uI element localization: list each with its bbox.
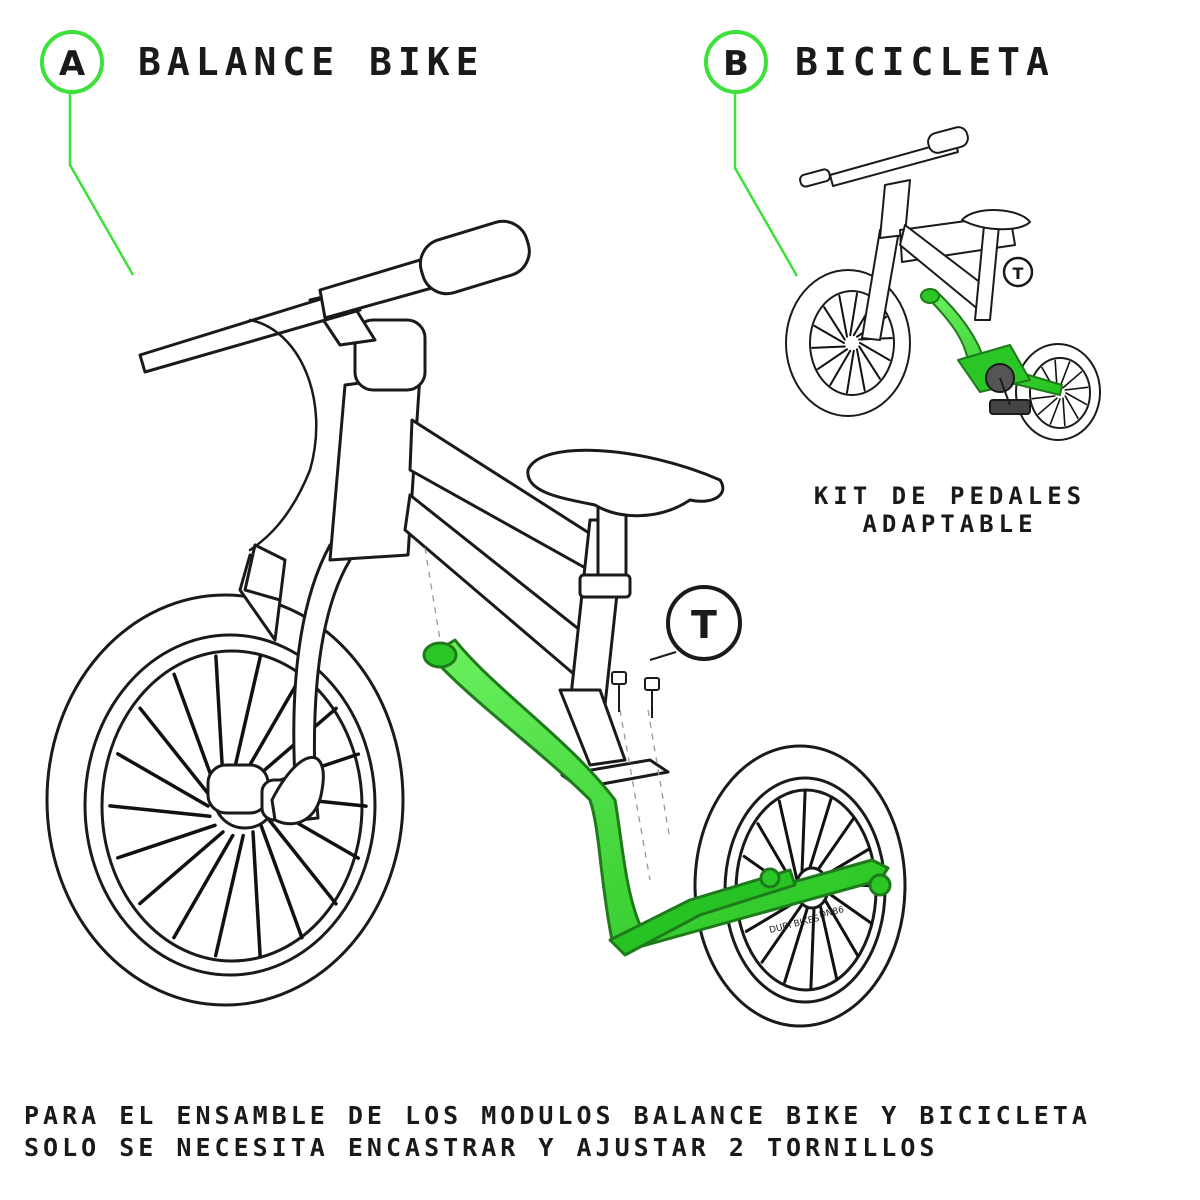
wheel-spoke [1062, 397, 1066, 427]
t-marker-small-letter: T [1013, 264, 1024, 283]
badge-b-leader [733, 92, 799, 277]
badge-a-letter: A [59, 44, 86, 84]
wheel-spoke [172, 672, 217, 789]
wheel-spoke [231, 654, 263, 779]
wheel-spoke [1049, 398, 1061, 425]
wheel-spoke [1064, 395, 1079, 420]
assembly-caption-line-1: PARA EL ENSAMBLE DE LOS MODULOS BALANCE … [24, 1101, 1091, 1130]
wheel-spoke [1064, 386, 1089, 391]
badge-b: B [704, 30, 799, 277]
t-marker-large: T [666, 585, 742, 661]
wheel-spoke [813, 324, 845, 344]
guide-lines [424, 547, 671, 881]
assembly-caption: PARA EL ENSAMBLE DE LOS MODULOS BALANCE … [24, 1100, 1184, 1164]
wheel-spoke [116, 752, 210, 808]
t-marker-large-letter: T [691, 603, 717, 647]
wheel-spoke [1062, 371, 1083, 389]
wheel-spoke [241, 672, 304, 779]
pedal-kit-caption: KIT DE PEDALES ADAPTABLE [790, 482, 1110, 538]
wheel-spoke [812, 816, 856, 877]
wheel-spoke [259, 823, 304, 940]
wheel-spoke [214, 654, 225, 782]
wheel-spoke [115, 823, 217, 860]
wheel-spoke [138, 830, 225, 906]
wheel-spoke [829, 349, 852, 386]
screws [611, 651, 677, 718]
balance-bike-title: BALANCE BIKE [138, 40, 485, 84]
wheel-spoke [822, 888, 874, 926]
wheel-spoke [859, 342, 891, 362]
wheel-spoke [783, 904, 810, 984]
wheel-spoke [264, 814, 338, 906]
wheel-spoke [251, 830, 262, 958]
wheel-spoke [821, 894, 860, 958]
wheel-spoke [108, 804, 212, 819]
wheel-spoke [858, 345, 881, 380]
badge-b-letter: B [723, 44, 749, 84]
wheel-spoke [855, 348, 866, 392]
wheel-spoke [811, 345, 846, 349]
balance-bike [45, 219, 907, 1028]
wheel-spoke [823, 306, 846, 341]
pedal-kit-line-2: ADAPTABLE [862, 510, 1038, 538]
wheel-spoke [838, 294, 849, 338]
wheel-spoke [845, 349, 855, 394]
wheel-spoke [760, 903, 804, 964]
wheel-spoke [1059, 361, 1071, 388]
wheel-spoke [849, 292, 859, 337]
wheel-spoke [800, 790, 807, 877]
wheel-spoke [1037, 397, 1058, 415]
wheel-spoke [816, 348, 849, 371]
t-marker-small: T [1002, 256, 1034, 288]
wheel-spoke [809, 903, 816, 990]
pedal-crank [985, 363, 1031, 415]
wheel-spoke [817, 899, 839, 981]
wheel-spoke [806, 796, 833, 876]
wheel-spoke [1065, 392, 1088, 406]
wheel-spoke [213, 833, 245, 958]
pedal-kit-line-1: KIT DE PEDALES [813, 482, 1087, 510]
wheel-spoke [777, 799, 799, 881]
wheel-spoke [172, 833, 235, 940]
rear-module-green [422, 638, 892, 957]
wheel-spoke [138, 706, 212, 798]
badge-a-leader [68, 92, 135, 276]
bicycle-small [785, 126, 1101, 441]
badge-a: A [40, 30, 135, 276]
assembly-caption-line-2: SOLO SE NECESITA ENCASTRAR Y AJUSTAR 2 T… [24, 1133, 939, 1162]
wheel-spoke [1031, 395, 1056, 400]
bicicleta-title: BICICLETA [795, 40, 1055, 84]
